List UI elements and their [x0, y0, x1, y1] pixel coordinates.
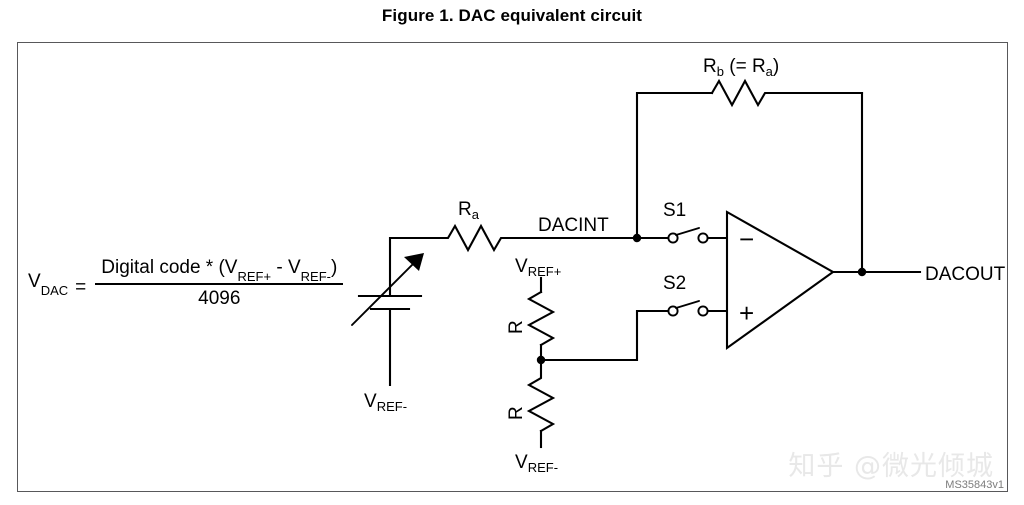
opamp-noninverting-sign: + [739, 298, 754, 328]
divider-bottom-zigzag [526, 358, 556, 433]
s2-right-terminal[interactable] [697, 305, 709, 317]
divider-bottom-terminal-label: VREF- [515, 452, 558, 475]
resistor-rb-label-suffix-end: ) [773, 56, 779, 77]
variable-voltage-source [351, 236, 434, 387]
opamp-triangle [725, 210, 835, 351]
formula-num-suffix: ) [330, 257, 338, 278]
watermark: 知乎 @微光倾城 [788, 451, 994, 482]
formula-lhs-v: V [28, 271, 41, 292]
vrefminus-label-v: V [515, 452, 528, 473]
source-top-wire [388, 236, 434, 298]
source-terminal-label-v: V [364, 391, 377, 412]
s2-blade[interactable] [675, 300, 700, 309]
divider-top-resistor-label: R [506, 320, 527, 334]
s1-left-terminal[interactable] [667, 232, 679, 244]
formula-fraction-bar [95, 282, 344, 285]
divider-tap-to-s2-wire [539, 309, 670, 362]
resistor-rb-label-suffix-sub: a [766, 64, 774, 79]
s1-blade[interactable] [675, 227, 700, 236]
resistor-rb-label: Rb (= Ra) [703, 56, 779, 79]
formula-lhs-sub: DAC [40, 282, 69, 298]
formula-denominator: 4096 [198, 287, 241, 309]
resistor-ra-label-r: R [458, 199, 472, 220]
figure-border-box [17, 42, 1008, 492]
vrefplus-label-v: V [515, 256, 528, 277]
vrefplus-label-sub: REF+ [528, 264, 562, 279]
source-terminal-label-sub: REF- [377, 399, 407, 414]
resistor-ra-zigzag [430, 223, 522, 253]
divider-top-zigzag [526, 290, 556, 347]
variability-arrow [351, 253, 424, 326]
opamp-inverting-sign: − [739, 224, 754, 254]
figure-title: Figure 1. DAC equivalent circuit [381, 6, 643, 25]
formula-equals: = [75, 276, 87, 298]
formula-num-prefix: Digital code * (V [101, 257, 238, 278]
formula-numerator: Digital code * (VREF+ - VREF-) [95, 258, 343, 283]
opamp: − + [725, 210, 922, 351]
switch-s2-label: S2 [663, 273, 686, 294]
switch-s2[interactable] [667, 300, 729, 317]
vrefminus-label-sub: REF- [528, 460, 558, 475]
formula-num-sub2: REF- [300, 268, 331, 284]
divider-bottom-resistor-label: R [506, 406, 527, 420]
feedback-branch [635, 78, 864, 272]
resistor-ra-label-sub: a [472, 207, 480, 222]
net-label-dacint: DACINT [538, 215, 609, 236]
dacout-junction-dot [857, 267, 867, 277]
resistor-rb-label-sub: b [717, 64, 724, 79]
resistor-divider [526, 276, 670, 449]
resistor-ra-label: Ra [458, 199, 480, 222]
resistor-ra [430, 223, 639, 253]
feedback-left-wire [635, 91, 714, 240]
divider-top-terminal-label: VREF+ [515, 256, 561, 279]
switch-s1-label: S1 [663, 200, 686, 221]
net-label-dacout: DACOUT [925, 264, 1006, 285]
formula-num-sub1: REF+ [237, 268, 272, 284]
switch-s1[interactable] [635, 227, 729, 244]
s1-right-terminal[interactable] [697, 232, 709, 244]
resistor-rb-zigzag [710, 78, 864, 108]
source-terminal-label: VREF- [364, 391, 407, 414]
formula-lhs: VDAC [28, 271, 69, 298]
dac-formula: VDAC = Digital code * (VREF+ - VREF-) 40… [28, 258, 344, 309]
formula-fraction: Digital code * (VREF+ - VREF-) 4096 [95, 258, 344, 309]
document-id: MS35843v1 [945, 479, 1004, 491]
resistor-rb-label-suffix: (= R [724, 56, 766, 77]
resistor-rb-label-r: R [703, 56, 717, 77]
formula-num-mid: - V [271, 257, 301, 278]
